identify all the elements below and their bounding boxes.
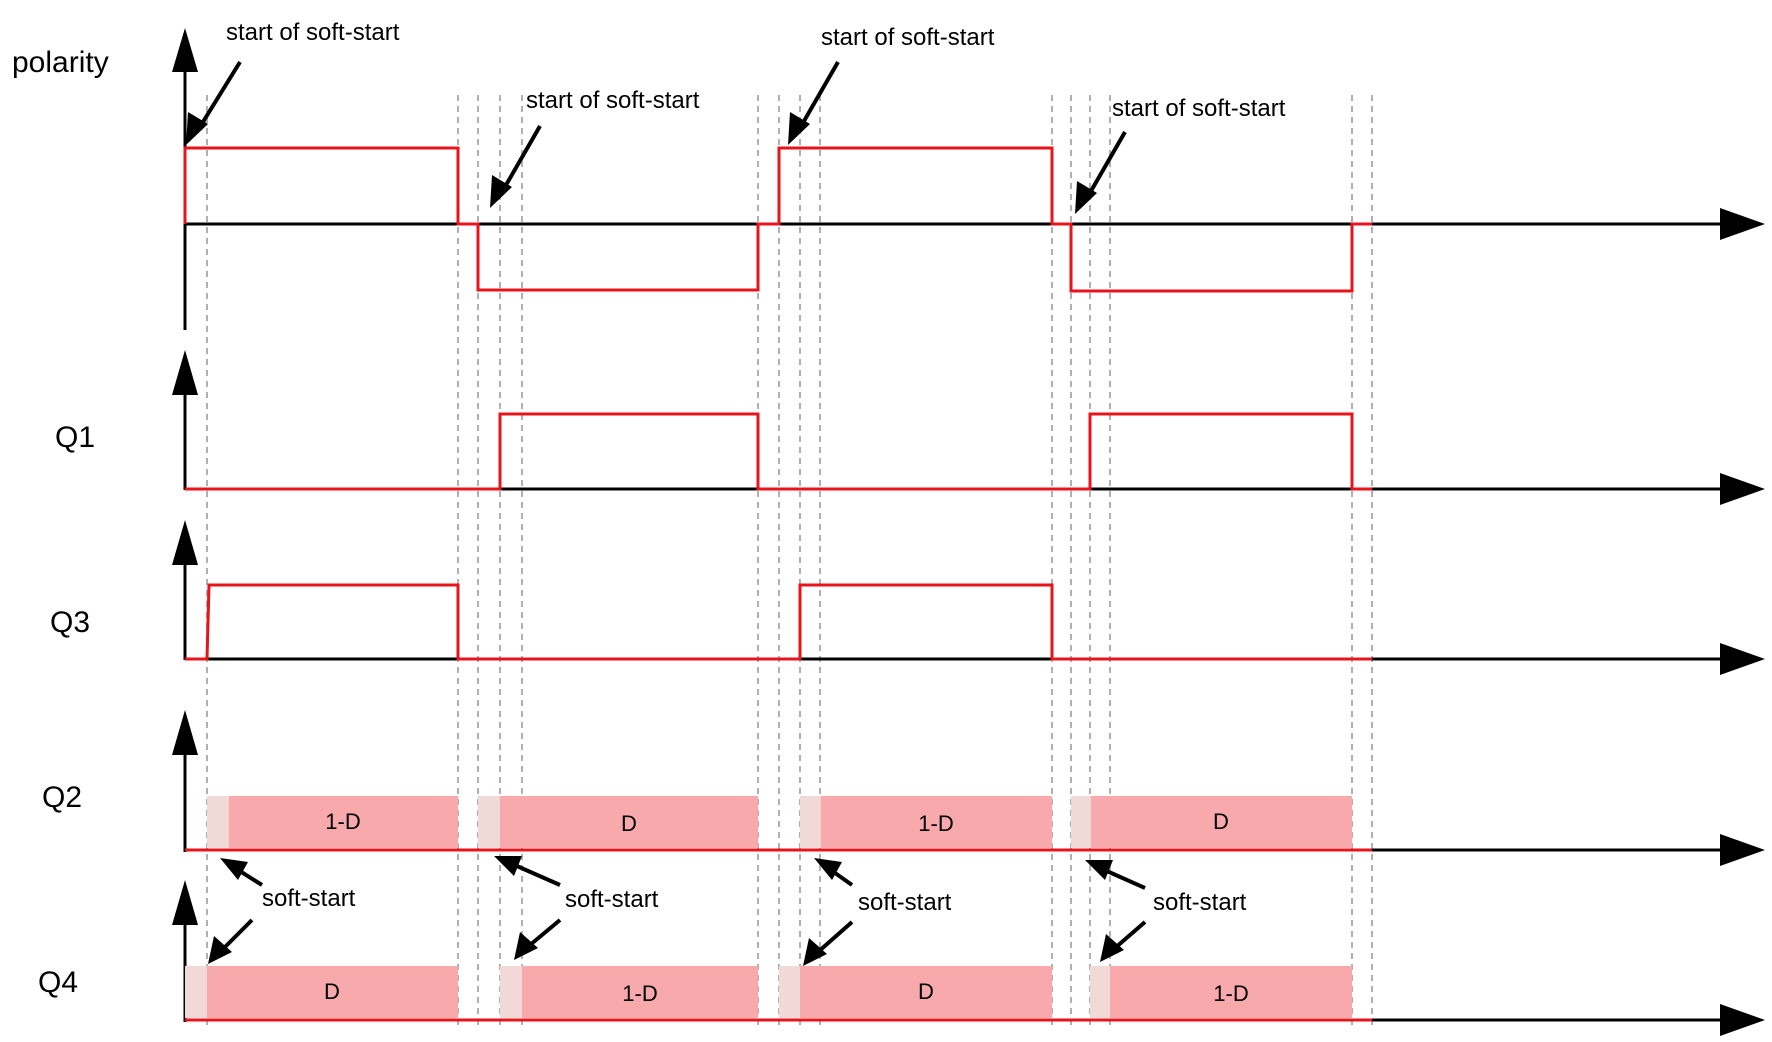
q2-duty-label-4: D <box>1213 809 1229 834</box>
ss-arrowhead-4a <box>1085 860 1113 880</box>
q2-duty-block-2 <box>500 796 758 848</box>
ss-arrow-2b <box>528 918 562 947</box>
annotation-soft-start-2: soft-start <box>565 886 659 913</box>
annotation-arrowhead-4 <box>1075 181 1097 214</box>
annotation-arrowhead-1 <box>186 112 208 145</box>
q4-duty-label-1: D <box>324 979 340 1004</box>
q2-row: 1-D D 1-D D Q2 <box>42 710 1765 866</box>
q2-duty-block-4 <box>1091 796 1352 848</box>
q1-y-arrowhead <box>172 350 198 395</box>
q4-row: D 1-D D 1-D Q4 <box>38 880 1765 1036</box>
guide-lines <box>206 95 1373 1028</box>
annotation-start-soft-start-3: start of soft-start <box>821 24 995 51</box>
q3-y-arrowhead <box>172 520 198 565</box>
annotation-arrow-3 <box>798 61 840 129</box>
q2-label: Q2 <box>42 781 82 814</box>
q4-x-arrowhead <box>1720 1004 1765 1036</box>
ss-arrow-2a <box>509 861 561 887</box>
ss-arrowhead-3b <box>803 938 827 966</box>
soft-start-annotations: soft-start soft-start soft-start soft-st… <box>208 856 1247 966</box>
annotation-arrow-1 <box>196 60 242 132</box>
q1-label: Q1 <box>55 421 95 454</box>
q4-duty-block-3 <box>800 966 1052 1018</box>
annotation-arrow-4 <box>1085 131 1127 199</box>
q3-signal <box>185 583 1372 661</box>
q2-soft-start-block-2 <box>478 796 500 848</box>
q2-y-arrowhead <box>172 710 198 755</box>
ss-arrowhead-1a <box>220 858 248 880</box>
annotation-soft-start-1: soft-start <box>262 885 356 912</box>
start-soft-start-annotations: start of soft-start start of soft-start … <box>186 19 1286 214</box>
q4-soft-start-block-2 <box>500 966 522 1018</box>
q4-duty-label-3: D <box>918 979 934 1004</box>
q2-duty-block-1 <box>229 796 458 848</box>
q4-duty-label-4: 1-D <box>1213 981 1248 1006</box>
polarity-signal <box>183 146 1372 293</box>
q2-duty-label-1: 1-D <box>325 809 360 834</box>
q4-soft-start-block-3 <box>779 966 800 1018</box>
polarity-label: polarity <box>12 46 109 79</box>
q2-duty-label-3: 1-D <box>918 811 953 836</box>
annotation-arrowhead-2 <box>490 175 512 208</box>
q4-duty-label-2: 1-D <box>622 981 657 1006</box>
q3-label: Q3 <box>50 606 90 639</box>
q4-label: Q4 <box>38 966 78 999</box>
annotation-arrow-2 <box>500 125 542 193</box>
q4-duty-block-2 <box>522 966 758 1018</box>
annotation-start-soft-start-1: start of soft-start <box>226 19 400 46</box>
annotation-soft-start-4: soft-start <box>1153 889 1247 916</box>
ss-arrow-3b <box>816 920 854 954</box>
q2-soft-start-block-4 <box>1071 796 1091 848</box>
q4-soft-start-block-1 <box>185 966 207 1018</box>
polarity-y-arrowhead <box>172 28 198 72</box>
q2-soft-start-block-1 <box>207 796 229 848</box>
annotation-arrowhead-3 <box>788 112 810 145</box>
q2-duty-block-3 <box>821 796 1052 848</box>
q2-soft-start-block-3 <box>800 796 821 848</box>
ss-arrowhead-4b <box>1100 934 1124 962</box>
polarity-row: polarity <box>12 28 1765 330</box>
annotation-start-soft-start-4: start of soft-start <box>1112 95 1286 122</box>
ss-arrowhead-2a <box>494 856 522 876</box>
q4-duty-block-1 <box>207 966 458 1018</box>
q1-signal <box>185 412 1372 491</box>
q2-duty-label-2: D <box>621 811 637 836</box>
polarity-x-arrowhead <box>1720 208 1765 240</box>
q4-duty-block-4 <box>1110 966 1352 1018</box>
annotation-start-soft-start-2: start of soft-start <box>526 87 700 114</box>
q3-x-arrowhead <box>1720 643 1765 675</box>
ss-arrowhead-1b <box>208 936 232 964</box>
q1-x-arrowhead <box>1720 473 1765 505</box>
ss-arrowhead-2b <box>514 932 538 960</box>
q4-y-arrowhead <box>172 880 198 925</box>
q2-x-arrowhead <box>1720 834 1765 866</box>
ss-arrow-1b <box>220 918 254 952</box>
ss-arrowhead-3a <box>814 858 842 880</box>
ss-arrow-4b <box>1113 920 1147 950</box>
q1-row: Q1 <box>55 350 1765 505</box>
q4-soft-start-block-4 <box>1090 966 1110 1018</box>
annotation-soft-start-3: soft-start <box>858 889 952 916</box>
q3-row: Q3 <box>50 520 1765 675</box>
